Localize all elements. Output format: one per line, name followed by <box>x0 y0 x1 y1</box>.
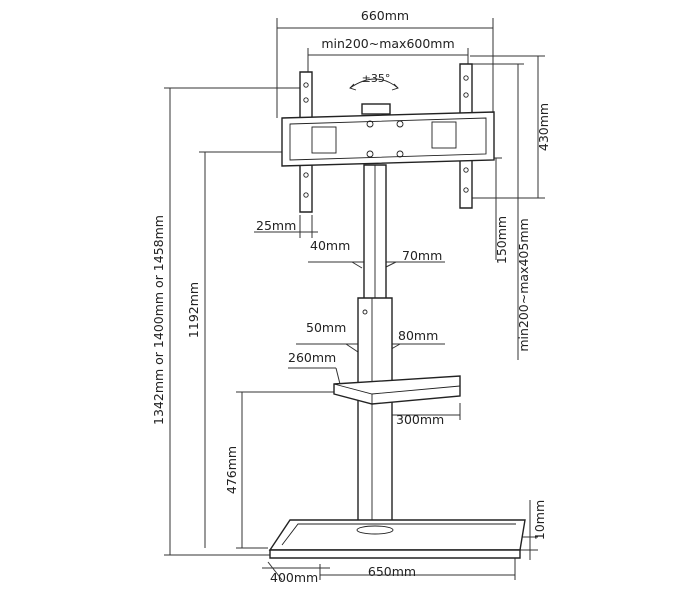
tv-mount-bracket <box>281 63 495 213</box>
label-height-to-mount: 1192mm <box>186 282 201 338</box>
dimension-labels: 660mm min200~max600mm ±35° 430mm min200~… <box>151 8 551 585</box>
label-upper-pole-width: 70mm <box>402 248 442 263</box>
stand-pole <box>357 164 393 541</box>
stand-base <box>268 519 526 559</box>
glass-shelf <box>333 375 461 405</box>
label-shelf-depth: 260mm <box>288 350 336 365</box>
label-vesa-width: min200~max600mm <box>321 36 454 51</box>
label-shelf-width: 300mm <box>396 412 444 427</box>
label-vesa-height-range: min200~max405mm <box>516 218 531 351</box>
label-total-height: 1342mm or 1400mm or 1458mm <box>151 215 166 425</box>
label-vesa-height: 430mm <box>536 103 551 151</box>
label-overall-width: 660mm <box>361 8 409 23</box>
label-base-depth: 400mm <box>270 570 318 585</box>
label-lower-pole-depth: 50mm <box>306 320 346 335</box>
label-upper-pole-depth: 40mm <box>310 238 350 253</box>
dimension-lines <box>164 18 545 581</box>
label-base-width: 650mm <box>368 564 416 579</box>
label-bracket-depth: 25mm <box>256 218 296 233</box>
label-shelf-height: 476mm <box>224 446 239 494</box>
label-lower-pole-width: 80mm <box>398 328 438 343</box>
label-tilt: ±35° <box>362 72 391 85</box>
label-base-thickness: 10mm <box>532 500 547 540</box>
label-arm-offset: 150mm <box>494 216 509 264</box>
